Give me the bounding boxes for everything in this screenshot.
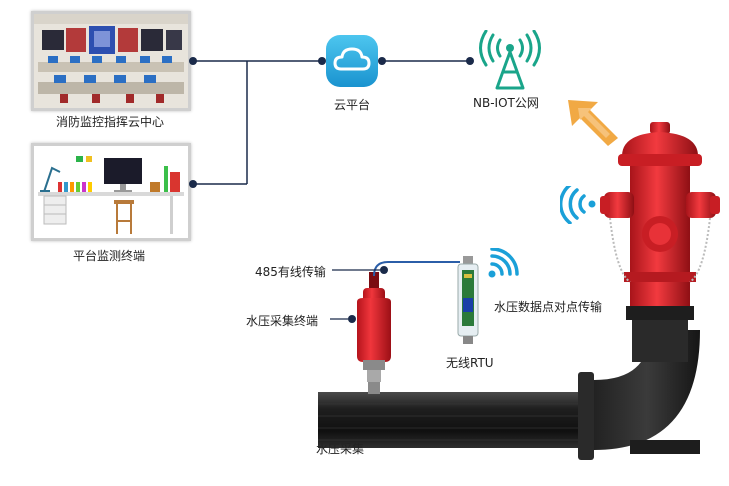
- desk-illustration: [34, 146, 188, 238]
- tower-icon: [479, 30, 541, 90]
- cloud-icon: [326, 35, 378, 87]
- p2p-transmission-label: 水压数据点对点传输: [494, 300, 603, 314]
- rtu-label: 无线RTU: [446, 356, 494, 370]
- pressure-sensor: [357, 272, 391, 382]
- pressure-terminal-label: 水压采集终端: [246, 314, 319, 328]
- pressure-collect-label: 水压采集: [316, 442, 365, 456]
- control-room-illustration: [34, 14, 188, 108]
- cloud-label: 云平台: [334, 98, 371, 112]
- hydrant-signal-icon: [560, 186, 596, 224]
- control-center-label: 消防监控指挥云中心: [56, 115, 165, 129]
- wired-transmission-label: 485有线传输: [255, 265, 326, 279]
- fire-hydrant: [600, 122, 720, 362]
- monitor-terminal-photo: [31, 143, 191, 241]
- nbiot-label: NB-IOT公网: [473, 96, 539, 110]
- rtu-device: [457, 256, 479, 344]
- monitor-terminal-label: 平台监测终端: [73, 249, 146, 263]
- control-center-photo: [31, 11, 191, 111]
- wireless-signal-icon: [488, 248, 519, 278]
- uplink-arrow-icon: [568, 100, 618, 146]
